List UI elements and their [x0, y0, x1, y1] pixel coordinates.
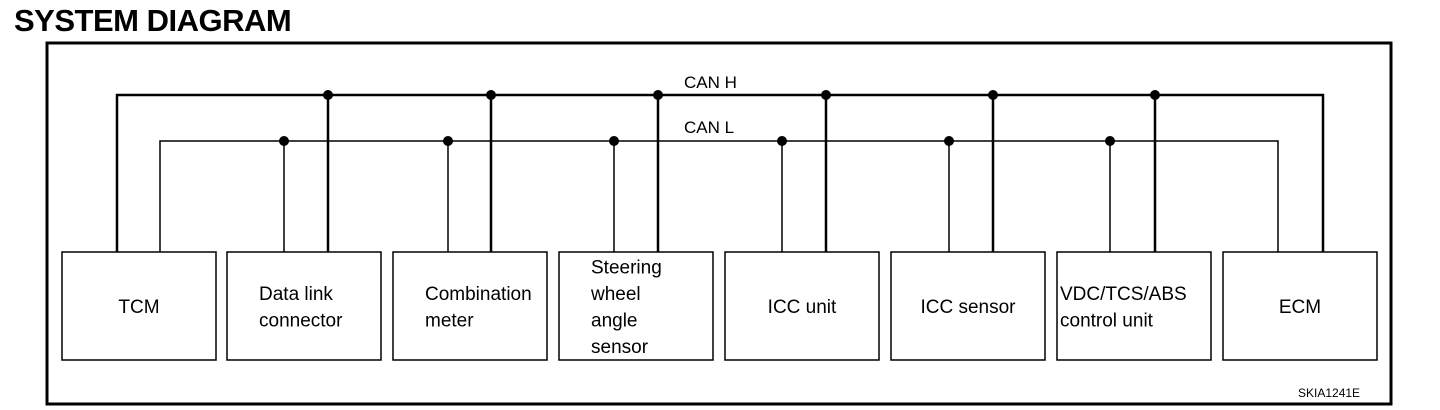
can-l-junction-dot	[443, 136, 453, 146]
module-label-line: wheel	[590, 284, 641, 305]
module-ecm: ECM	[1222, 251, 1378, 361]
module-label-line: connector	[259, 310, 343, 331]
module-combination-meter: Combination meter	[392, 251, 548, 361]
can-h-junction-dot	[821, 90, 831, 100]
page-title: SYSTEM DIAGRAM	[14, 3, 292, 38]
can-h-junction-dot	[1150, 90, 1160, 100]
module-box	[392, 251, 548, 361]
module-label-line: control unit	[1060, 310, 1154, 331]
module-box	[1056, 251, 1212, 361]
module-box	[890, 251, 1046, 361]
module-box	[1222, 251, 1378, 361]
module-label-line: VDC/TCS/ABS	[1060, 284, 1187, 305]
module-label-line: TCM	[118, 297, 159, 318]
can-l-label: CAN L	[684, 118, 734, 137]
can-l-junction-dot	[279, 136, 289, 146]
module-icc-sensor: ICC sensor	[890, 251, 1046, 361]
module-label-line: Combination	[425, 284, 532, 305]
can-h-bus-line	[115, 93, 1325, 252]
can-l-junction-dot	[609, 136, 619, 146]
module-label-line: meter	[425, 310, 474, 331]
module-label-line: ICC sensor	[920, 297, 1016, 318]
module-label-line: sensor	[591, 337, 649, 358]
module-steering-wheel-angle-sensor: Steering wheel angle sensor	[558, 251, 714, 361]
can-h-junction-dot	[323, 90, 333, 100]
module-tcm: TCM	[61, 251, 217, 361]
diagram-frame	[45, 41, 1393, 406]
module-vdc-tcs-abs-control-unit: VDC/TCS/ABS control unit	[1056, 251, 1212, 361]
module-box	[226, 251, 382, 361]
module-box	[724, 251, 880, 361]
module-label-line: ICC unit	[768, 297, 837, 318]
module-label-line: angle	[591, 310, 638, 331]
module-icc-unit: ICC unit	[724, 251, 880, 361]
module-box	[61, 251, 217, 361]
can-bus-wiring	[115, 90, 1325, 252]
module-label-line: Data link	[259, 284, 333, 305]
can-l-junction-dot	[944, 136, 954, 146]
control-modules: TCM Data link connector Combination meter Ste…	[61, 251, 1378, 361]
module-box	[558, 251, 714, 361]
can-h-junction-dot	[653, 90, 663, 100]
can-h-junction-dot	[486, 90, 496, 100]
can-h-label: CAN H	[684, 73, 737, 92]
can-h-junction-dot	[988, 90, 998, 100]
can-l-junction-dot	[777, 136, 787, 146]
module-data-link-connector: Data link connector	[226, 251, 382, 361]
can-l-bus-line	[159, 140, 1279, 252]
module-label-line: ECM	[1279, 297, 1321, 318]
can-l-junction-dot	[1105, 136, 1115, 146]
figure-code: SKIA1241E	[1298, 386, 1360, 400]
module-label-line: Steering	[591, 257, 662, 278]
